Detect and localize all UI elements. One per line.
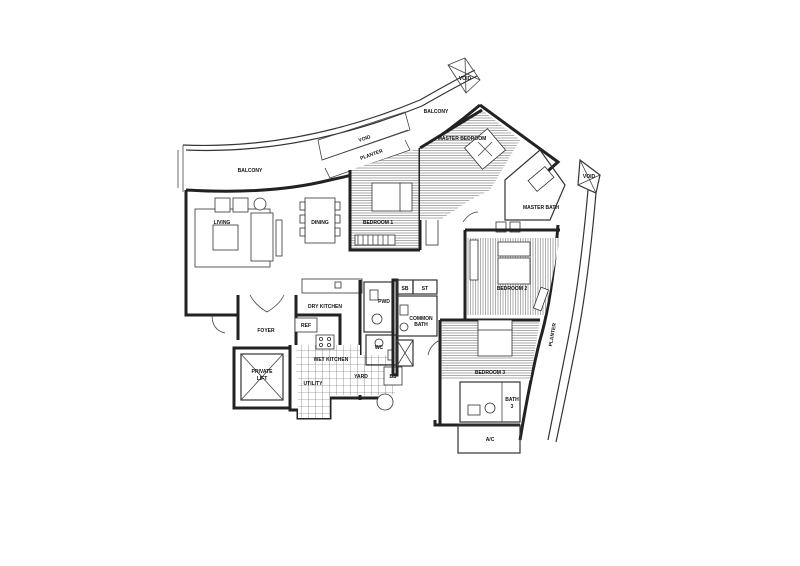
label-wet-kitchen: WET KITCHEN bbox=[314, 357, 349, 363]
wet-kitchen-utility-yard bbox=[296, 334, 403, 418]
label-void-left: VOID bbox=[358, 134, 372, 144]
label-bath-3-line1: BATH bbox=[505, 397, 519, 403]
label-void-top: VOID bbox=[459, 76, 472, 82]
label-private-lift-1: PRIVATE bbox=[252, 369, 274, 375]
label-wc: WC bbox=[375, 345, 384, 351]
label-foyer: FOYER bbox=[257, 328, 275, 334]
label-balcony-main: BALCONY bbox=[238, 168, 263, 174]
label-ac: A/C bbox=[486, 437, 495, 443]
label-sb: SB bbox=[402, 286, 409, 292]
dining-table bbox=[299, 197, 341, 244]
label-yard: YARD bbox=[354, 374, 368, 380]
bedroom-3 bbox=[438, 318, 540, 425]
living-area bbox=[194, 197, 283, 268]
label-bath-3-line2: 3 bbox=[511, 404, 514, 410]
label-st: ST bbox=[422, 286, 428, 292]
label-ws: BS bbox=[390, 374, 398, 380]
label-bedroom-1: BEDROOM 1 bbox=[363, 220, 394, 226]
label-dining: DINING bbox=[311, 220, 329, 226]
label-ref: REF bbox=[301, 323, 311, 329]
label-dry-kitchen: DRY KITCHEN bbox=[308, 304, 342, 310]
door-swings bbox=[211, 211, 479, 356]
label-living: LIVING bbox=[214, 220, 231, 226]
bath-3 bbox=[459, 381, 521, 423]
label-planter-top: PLANTER bbox=[360, 148, 385, 162]
service-block bbox=[363, 278, 438, 377]
ref-box bbox=[294, 317, 318, 333]
label-planter-right: PLANTER bbox=[548, 322, 558, 347]
label-common-bath-1: COMMON bbox=[409, 316, 433, 322]
master-bath bbox=[495, 149, 566, 233]
label-common-bath-2: BATH bbox=[414, 322, 428, 328]
label-master-bedroom: MASTER BEDROOM bbox=[438, 136, 487, 142]
label-void-right: VOID bbox=[583, 174, 596, 180]
label-master-bath-1: MASTER BATH bbox=[523, 205, 559, 211]
label-utility: UTILITY bbox=[304, 381, 324, 387]
label-bedroom-3: BEDROOM 3 bbox=[475, 370, 506, 376]
label-pwd: PWD bbox=[378, 299, 390, 305]
label-private-lift-2: LIFT bbox=[257, 376, 268, 382]
bedroom-2 bbox=[463, 228, 560, 320]
label-balcony-upper: BALCONY bbox=[424, 109, 449, 115]
master-bedroom bbox=[419, 108, 520, 220]
label-bedroom-2: BEDROOM 2 bbox=[497, 286, 528, 292]
